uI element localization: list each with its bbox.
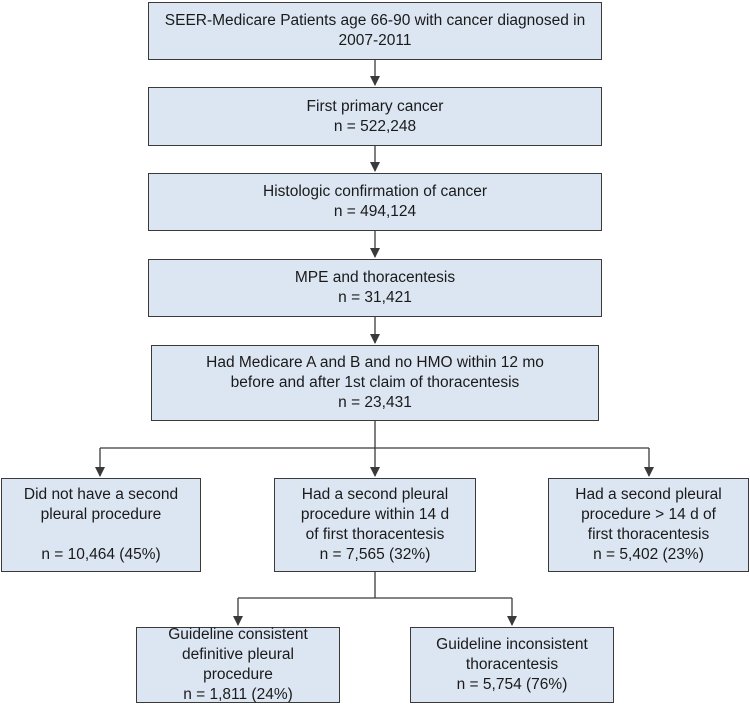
box-consistent-line-1: Guideline consistent [168, 626, 308, 643]
box-consistent-line-3: n = 1,811 (24%) [183, 686, 293, 703]
box-after-14-line-2: procedure > 14 d of [581, 506, 716, 523]
box-start: SEER-Medicare Patients age 66-90 with ca… [148, 2, 602, 60]
box-after-14-line-4: n = 5,402 (23%) [593, 546, 704, 563]
box-start-line-1: SEER-Medicare Patients age 66-90 with ca… [164, 12, 586, 29]
box-histologic: Histologic confirmation of cancer n = 49… [148, 173, 602, 231]
box-within-14-line-2: procedure within 14 d [300, 506, 450, 523]
box-medicare-line-1: Had Medicare A and B and no HMO within 1… [206, 354, 544, 371]
box-inconsistent-line-3: n = 5,754 (76%) [456, 676, 568, 693]
box-mpe-line-2: n = 31,421 [338, 289, 412, 306]
box-no-second-line-1: Did not have a second [23, 486, 179, 503]
box-mpe: MPE and thoracentesis n = 31,421 [148, 259, 602, 317]
box-first-primary-line-1: First primary cancer [306, 97, 444, 115]
box-no-second-procedure: Did not have a second pleural procedure … [1, 478, 201, 572]
box-no-second-line-3: n = 10,464 (45%) [41, 546, 161, 563]
box-within-14-line-4: n = 7,565 (32%) [319, 546, 431, 563]
box-after-14-days: Had a second pleural procedure > 14 d of… [548, 478, 749, 572]
box-guideline-inconsistent: Guideline inconsistent thoracentesis n =… [410, 627, 614, 703]
box-histologic-line-1: Histologic confirmation of cancer [263, 183, 487, 200]
box-medicare: Had Medicare A and B and no HMO within 1… [151, 345, 599, 421]
box-consistent-line-2: definitive pleural procedure [181, 646, 294, 683]
box-medicare-line-3: n = 23,431 [338, 394, 412, 411]
box-histologic-line-2: n = 494,124 [333, 203, 417, 220]
box-within-14-line-3: of first thoracentesis [305, 526, 445, 543]
box-inconsistent-line-2: thoracentesis [465, 656, 559, 673]
box-after-14-line-1: Had a second pleural [575, 486, 722, 503]
box-inconsistent-line-1: Guideline inconsistent [436, 636, 588, 653]
box-start-line-2: 2007-2011 [338, 32, 412, 49]
box-first-primary-line-2: n = 522,248 [333, 117, 417, 135]
box-guideline-consistent: Guideline consistent definitive pleural … [136, 626, 340, 703]
box-no-second-line-2: pleural procedure [40, 506, 162, 523]
box-mpe-line-1: MPE and thoracentesis [294, 269, 456, 286]
box-within-14-line-1: Had a second pleural [301, 486, 449, 503]
box-first-primary: First primary cancer n = 522,248 [148, 87, 602, 146]
box-after-14-line-3: first thoracentesis [587, 526, 710, 543]
box-within-14-days: Had a second pleural procedure within 14… [274, 478, 476, 572]
box-medicare-line-2: before and after 1st claim of thoracente… [230, 374, 520, 391]
